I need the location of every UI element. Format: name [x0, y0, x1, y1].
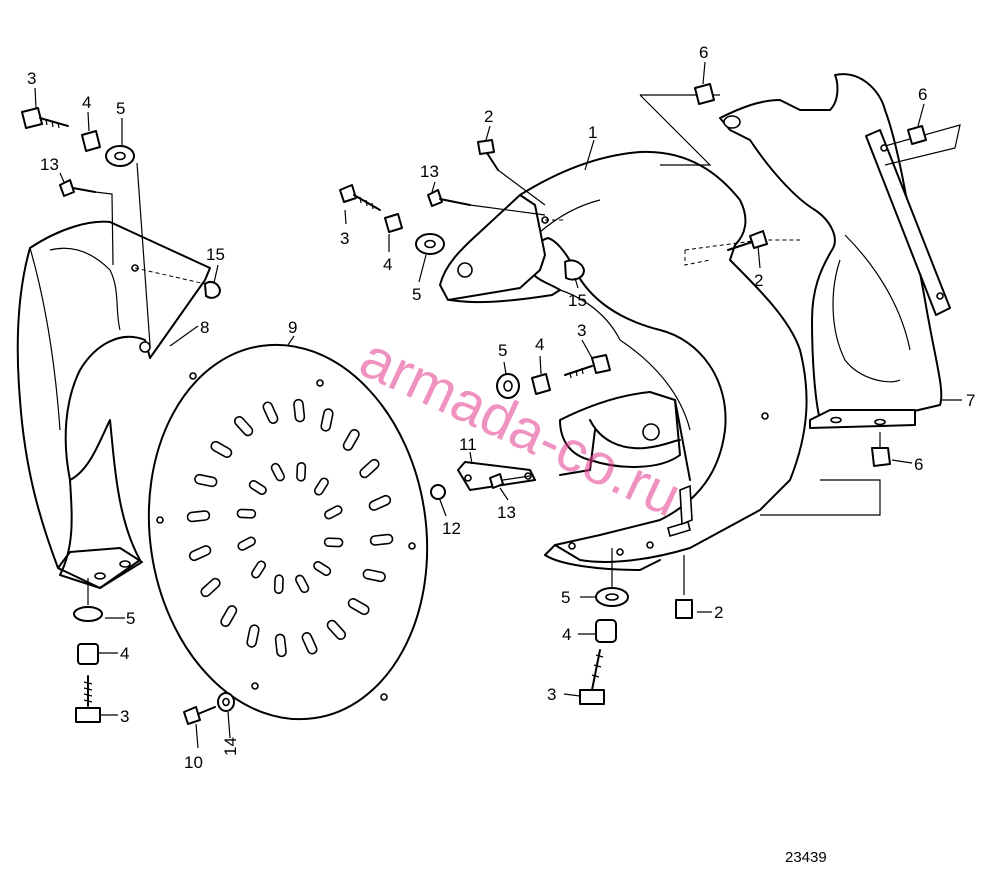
callout-5: 5 [116, 99, 125, 118]
plate-slot [323, 537, 344, 548]
callout-8: 8 [200, 318, 209, 337]
callout-9: 9 [288, 318, 297, 337]
callout-4: 4 [120, 644, 129, 663]
callout-15: 15 [206, 245, 225, 264]
callout-11: 11 [459, 435, 477, 454]
plate-slot [362, 568, 386, 583]
callout-13: 13 [40, 155, 59, 174]
callout-4: 4 [562, 625, 571, 644]
plate-slot [313, 477, 329, 496]
plate-slot [347, 598, 370, 616]
plate-slot [293, 398, 306, 423]
callout-13: 13 [420, 162, 439, 181]
callout-labels: 3 4 5 13 15 8 9 5 4 3 10 14 2 13 3 4 5 1… [27, 43, 975, 772]
plate-slot [359, 458, 380, 479]
plate-slot [237, 536, 256, 551]
plate-slot [200, 577, 221, 598]
plate-slot [246, 624, 260, 648]
callout-5: 5 [498, 341, 507, 360]
callout-3: 3 [577, 321, 586, 340]
plate-slot [188, 545, 212, 562]
callout-1: 1 [588, 123, 597, 142]
plate-slot [295, 574, 310, 594]
callout-6: 6 [699, 43, 708, 62]
plate-slot [326, 619, 347, 641]
plate-slot [369, 533, 394, 546]
callout-2: 2 [714, 603, 723, 622]
plate-slot [273, 574, 284, 594]
plate-slot [324, 505, 343, 520]
drawing-number: 23439 [785, 849, 827, 866]
callout-4: 4 [383, 255, 392, 274]
plate-slot [342, 428, 360, 451]
plate-slot [301, 632, 318, 655]
callout-15: 15 [568, 291, 587, 310]
plate-slot [274, 633, 287, 658]
center-top-fasteners [339, 83, 927, 281]
left-cover-part-8 [16, 220, 211, 589]
callout-4: 4 [535, 335, 544, 354]
leader-lines [34, 61, 962, 749]
plate-slot [220, 605, 238, 628]
plate-slot [236, 508, 257, 519]
callout-3: 3 [340, 229, 349, 248]
callout-3: 3 [27, 69, 36, 88]
right-cover-part-7 [719, 73, 951, 429]
plate-slot [262, 401, 279, 424]
plate-fasteners [183, 692, 235, 725]
callout-10: 10 [184, 753, 203, 772]
left-top-fasteners [21, 107, 221, 346]
plate-slot [368, 494, 392, 511]
callout-7: 7 [966, 391, 975, 410]
main-cover-part-1 [449, 150, 808, 571]
plate-slot [251, 560, 267, 579]
callout-3: 3 [120, 707, 129, 726]
plate-slot [296, 462, 307, 482]
callout-12: 12 [442, 519, 461, 538]
flywheel-plate-part-9 [147, 343, 429, 721]
callout-13: 13 [497, 503, 516, 522]
plate-slot [270, 462, 285, 482]
plate-slot [233, 415, 254, 437]
callout-2: 2 [754, 271, 763, 290]
plate-slot [313, 561, 332, 576]
plate-slot [248, 480, 267, 495]
lower-fasteners [579, 432, 891, 705]
clip-assembly [430, 461, 536, 500]
callout-6: 6 [918, 85, 927, 104]
callout-5: 5 [126, 609, 135, 628]
left-bottom-fasteners [73, 578, 103, 723]
callout-6: 6 [914, 455, 923, 474]
callout-5: 5 [561, 588, 570, 607]
callout-4: 4 [82, 93, 91, 112]
callout-3: 3 [547, 685, 556, 704]
callout-5: 5 [412, 285, 421, 304]
callout-14: 14 [221, 737, 240, 756]
plate-slot [320, 408, 334, 432]
plate-slot [210, 440, 233, 458]
cover-bracket [439, 194, 565, 301]
middle-fasteners [496, 354, 611, 399]
plate-slot [186, 510, 211, 523]
callout-2: 2 [484, 107, 493, 126]
plate-slot [194, 473, 218, 488]
